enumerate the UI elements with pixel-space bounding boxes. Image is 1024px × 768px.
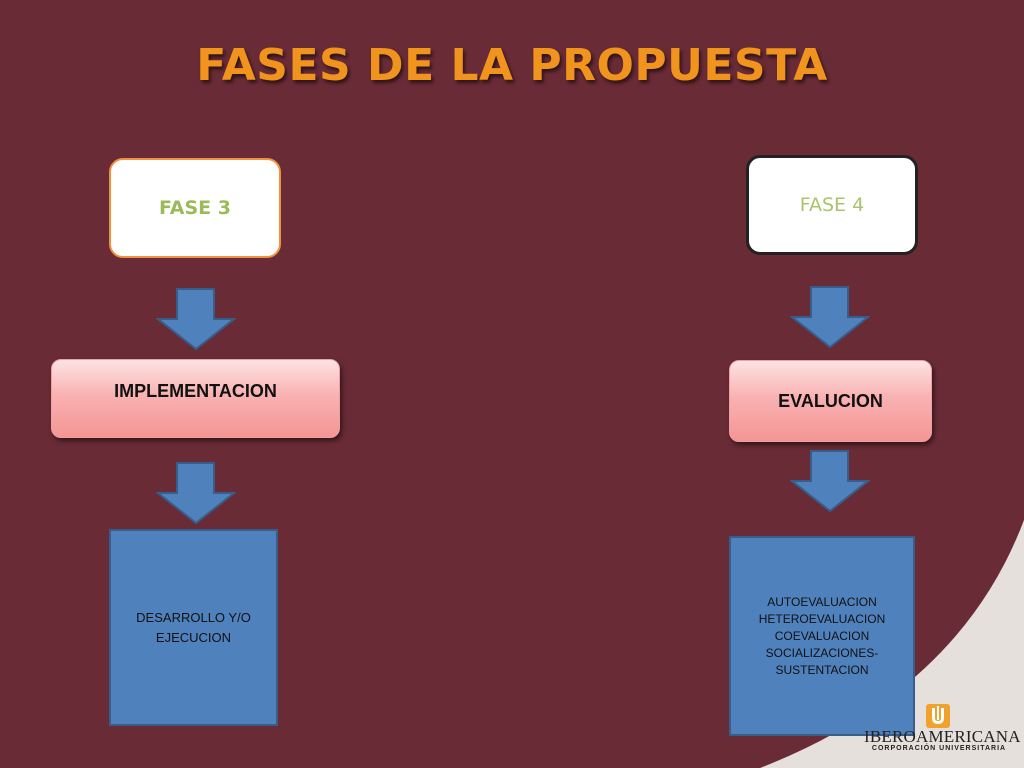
evaluation-details-box: AUTOEVALUACION HETEROEVALUACION COEVALUA…	[729, 536, 915, 736]
implementation-stage: IMPLEMENTACION	[51, 359, 340, 438]
down-arrow-icon	[156, 462, 236, 524]
evaluation-label: EVALUCION	[778, 390, 883, 411]
detail-line: HETEROEVALUACION	[758, 611, 886, 626]
detail-line: COEVALUACION	[774, 628, 870, 643]
implementation-label: IMPLEMENTACION	[114, 381, 277, 401]
evaluation-stage: EVALUCION	[729, 360, 932, 442]
phase-4-box: FASE 4	[746, 155, 918, 255]
page-title: FASES DE LA PROPUESTA	[196, 40, 828, 91]
phase-3-label: FASE 3	[158, 197, 231, 219]
logo-mark-icon	[926, 704, 950, 728]
down-arrow-icon	[790, 450, 870, 512]
university-logo: IBEROAMERICANA CORPORACIÓN UNIVERSITARIA	[864, 700, 1021, 760]
detail-line: EJECUCION	[155, 629, 232, 645]
detail-line: SOCIALIZACIONES-	[765, 645, 879, 660]
implementation-details-box: DESARROLLO Y/O EJECUCION	[109, 529, 278, 726]
detail-line: SUSTENTACION	[775, 662, 869, 677]
logo-name: IBEROAMERICANA	[864, 727, 1021, 746]
down-arrow-icon	[790, 286, 870, 348]
detail-line: DESARROLLO Y/O	[136, 609, 251, 625]
down-arrow-icon	[156, 288, 236, 350]
phase-4-label: FASE 4	[799, 194, 865, 216]
logo-subtitle: CORPORACIÓN UNIVERSITARIA	[871, 745, 1007, 752]
phase-3-box: FASE 3	[109, 158, 281, 258]
detail-line: AUTOEVALUACION	[767, 594, 877, 609]
